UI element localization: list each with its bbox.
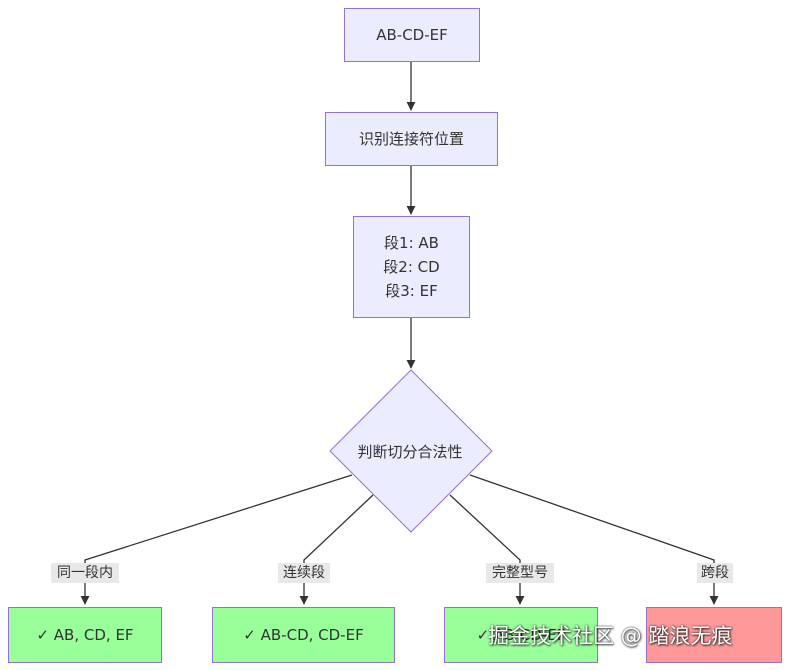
watermark: 掘金技术社区 @ 踏浪无痕 bbox=[488, 624, 733, 648]
decision-diamond bbox=[329, 369, 493, 533]
result-node-consecutive: ✓ AB-CD, CD-EF bbox=[212, 607, 395, 663]
identify-node-label: 识别连接符位置 bbox=[358, 130, 464, 148]
edge-label-consecutive: 连续段 bbox=[278, 563, 330, 583]
decision-label: 判断切分合法性 bbox=[357, 442, 463, 461]
edge-label-same-segment: 同一段内 bbox=[51, 563, 119, 583]
edge-branch-1 bbox=[80, 474, 353, 605]
result-node-full-model: ✓ AB-CD-EF bbox=[444, 607, 598, 663]
edge-branch-3 bbox=[449, 494, 525, 605]
identify-node: 识别连接符位置 bbox=[325, 112, 498, 166]
result-label-consecutive: ✓ AB-CD, CD-EF bbox=[243, 626, 364, 644]
result-node-cross-segment bbox=[646, 607, 782, 663]
result-label-same-segment: ✓ AB, CD, EF bbox=[36, 626, 134, 644]
start-node-label: AB-CD-EF bbox=[376, 26, 448, 44]
segment-1-label: 段1: AB bbox=[384, 234, 439, 252]
start-node: AB-CD-EF bbox=[344, 8, 480, 62]
edge-branch-2 bbox=[299, 494, 374, 605]
edge-label-full-model: 完整型号 bbox=[486, 563, 554, 583]
result-node-same-segment: ✓ AB, CD, EF bbox=[8, 607, 162, 663]
segment-3-label: 段3: EF bbox=[385, 282, 438, 300]
edge-label-cross-segment: 跨段 bbox=[697, 563, 733, 583]
segment-2-label: 段2: CD bbox=[383, 258, 440, 276]
segments-node: 段1: AB 段2: CD 段3: EF bbox=[353, 216, 470, 318]
edge-branch-4 bbox=[469, 474, 719, 605]
result-label-full-model: ✓ AB-CD-EF bbox=[476, 626, 566, 644]
